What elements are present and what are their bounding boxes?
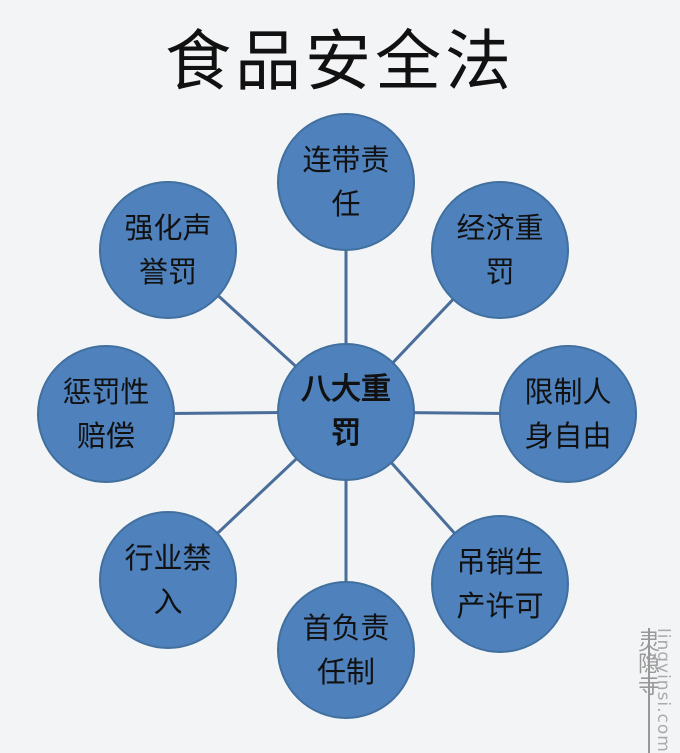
penalty-label: 限制人身自由 bbox=[524, 375, 612, 453]
penalty-label: 行业禁入 bbox=[124, 541, 212, 619]
penalty-node: 限制人身自由 bbox=[499, 345, 637, 483]
center-node: 八大重罚 bbox=[277, 343, 415, 481]
watermark-seal: 灵隐寺 bbox=[634, 630, 659, 696]
center-label: 八大重罚 bbox=[301, 372, 391, 451]
penalty-label: 首负责任制 bbox=[302, 611, 390, 689]
penalty-node: 行业禁入 bbox=[99, 511, 237, 649]
penalty-node: 吊销生产许可 bbox=[431, 515, 569, 653]
penalty-node: 连带责任 bbox=[277, 113, 415, 251]
watermark-text: lingyinsi.com bbox=[648, 628, 673, 753]
diagram-title: 食品安全法 bbox=[165, 23, 515, 100]
penalty-label: 惩罚性赔偿 bbox=[62, 375, 150, 453]
penalty-label: 吊销生产许可 bbox=[456, 545, 544, 623]
penalty-label: 强化声誉罚 bbox=[124, 211, 212, 289]
penalty-node: 强化声誉罚 bbox=[99, 181, 237, 319]
penalty-node: 首负责任制 bbox=[277, 581, 415, 719]
penalty-label: 经济重罚 bbox=[456, 211, 544, 289]
penalty-node: 惩罚性赔偿 bbox=[37, 345, 175, 483]
penalty-label: 连带责任 bbox=[302, 143, 390, 221]
penalty-node: 经济重罚 bbox=[431, 181, 569, 319]
